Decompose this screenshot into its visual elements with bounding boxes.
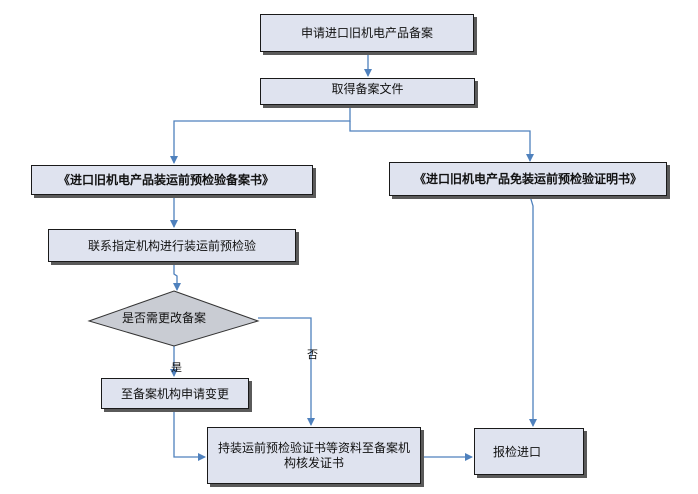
node-apply-change-label: 至备案机构申请变更 [120,386,229,401]
edge-label-yes: 是 [171,361,182,374]
node-exemption-certificate-label: 《进口旧机电产品免装运前预检验证明书》 [413,172,642,186]
node-submit-certificate: 持装运前预检验证书等资料至备案机构核发证书 [207,427,421,484]
node-apply-record: 申请进口旧机电产品备案 [260,14,474,52]
node-exemption-certificate: 《进口旧机电产品免装运前预检验证明书》 [389,162,667,196]
node-contact-agency-label: 联系指定机构进行装运前预检验 [87,238,256,253]
node-submit-certificate-label: 持装运前预检验证书等资料至备案机构核发证书 [217,440,410,470]
decision-label: 是否需更改备案 [122,311,207,325]
node-preinspection-record: 《进口旧机电产品装运前预检验备案书》 [31,165,313,195]
node-declare-import-label: 报检进口 [493,444,542,459]
arrow-contact-to-decision [173,262,181,291]
node-apply-change: 至备案机构申请变更 [101,378,249,409]
node-preinspection-record-label: 《进口旧机电产品装运前预检验备案书》 [58,173,275,187]
arrow-decision-no [258,317,315,426]
node-declare-import: 报检进口 [474,428,584,475]
arrow-obtain-to-left-cert [170,105,351,164]
arrow-change-to-submit [173,409,206,461]
node-apply-record-label: 申请进口旧机电产品备案 [300,26,433,40]
node-contact-agency: 联系指定机构进行装运前预检验 [48,229,296,262]
arrow-obtain-to-right-cert [349,121,534,162]
arrow-cert-right-to-declare [529,195,537,427]
node-obtain-documents: 取得备案文件 [260,78,475,105]
decision-diamond [87,290,260,347]
node-obtain-documents-label: 取得备案文件 [331,82,404,96]
edge-label-no: 否 [307,348,318,361]
